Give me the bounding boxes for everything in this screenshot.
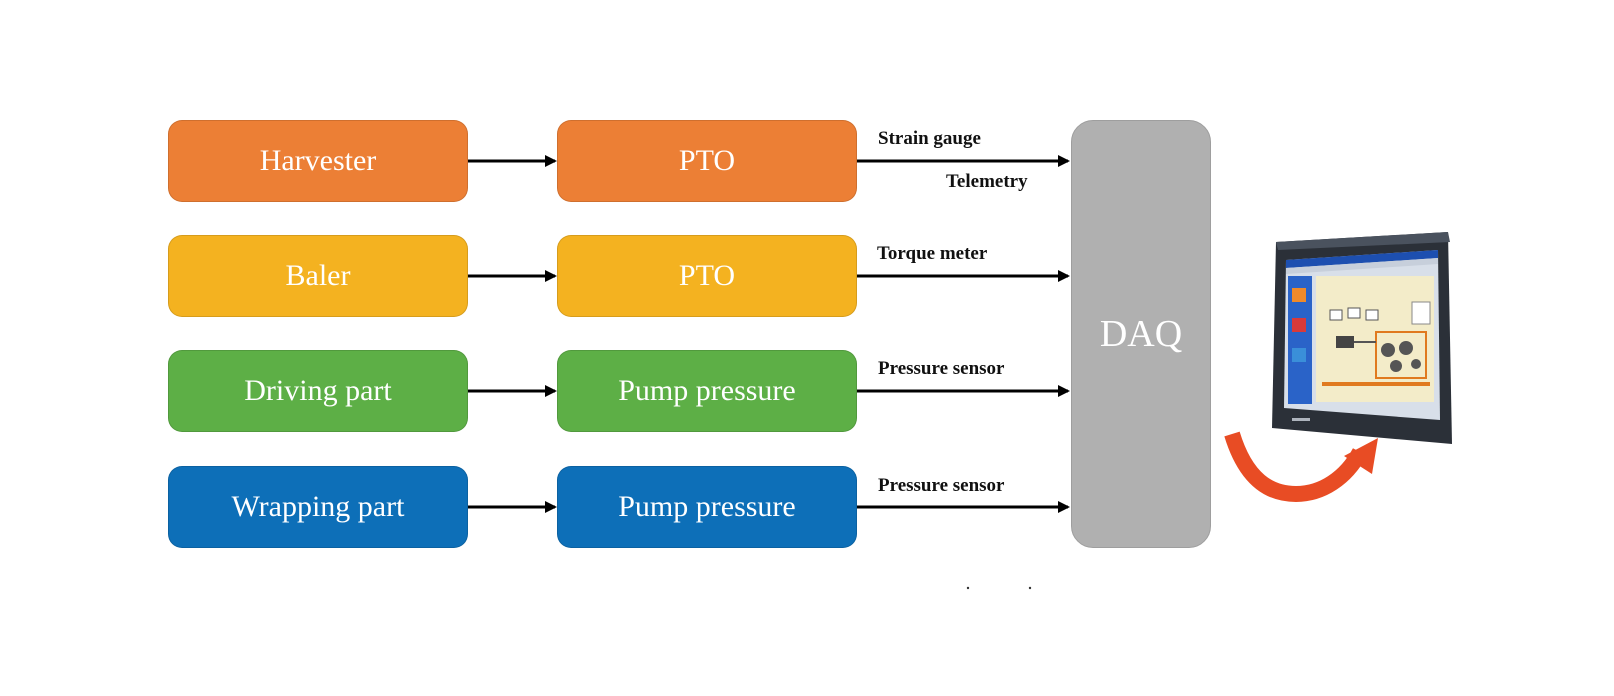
stray-mark (1028, 586, 1032, 590)
pump-pressure-label-1: Pump pressure (618, 374, 796, 407)
daq-box: DAQ (1071, 120, 1211, 548)
driving-part-box: Driving part (168, 350, 468, 432)
daq-label: DAQ (1099, 313, 1183, 355)
wrapping-part-box: Wrapping part (168, 466, 468, 548)
pump-pressure-box-1: Pump pressure (557, 350, 857, 432)
monitor-icon (1272, 232, 1452, 444)
pto-label-2: PTO (678, 259, 736, 292)
strain-gauge-label: Strain gauge (878, 128, 981, 149)
pressure-sensor-label-1: Pressure sensor (878, 358, 1005, 379)
pump-pressure-box-2: Pump pressure (557, 466, 857, 548)
curved-arrow-head (1344, 438, 1378, 474)
pump-pressure-label-2: Pump pressure (618, 490, 796, 523)
curved-arrow-daq-to-monitor (1224, 431, 1368, 503)
torque-meter-label: Torque meter (877, 243, 988, 264)
baler-label: Baler (285, 259, 351, 292)
wrapping-part-label: Wrapping part (231, 490, 405, 523)
pto-box-2: PTO (557, 235, 857, 317)
stray-mark (966, 586, 970, 590)
pressure-sensor-label-2: Pressure sensor (878, 475, 1005, 496)
pto-box-1: PTO (557, 120, 857, 202)
driving-part-label: Driving part (244, 374, 392, 407)
baler-box: Baler (168, 235, 468, 317)
telemetry-label: Telemetry (946, 171, 1028, 192)
pto-label-1: PTO (678, 144, 736, 177)
harvester-label: Harvester (259, 144, 377, 177)
harvester-box: Harvester (168, 120, 468, 202)
